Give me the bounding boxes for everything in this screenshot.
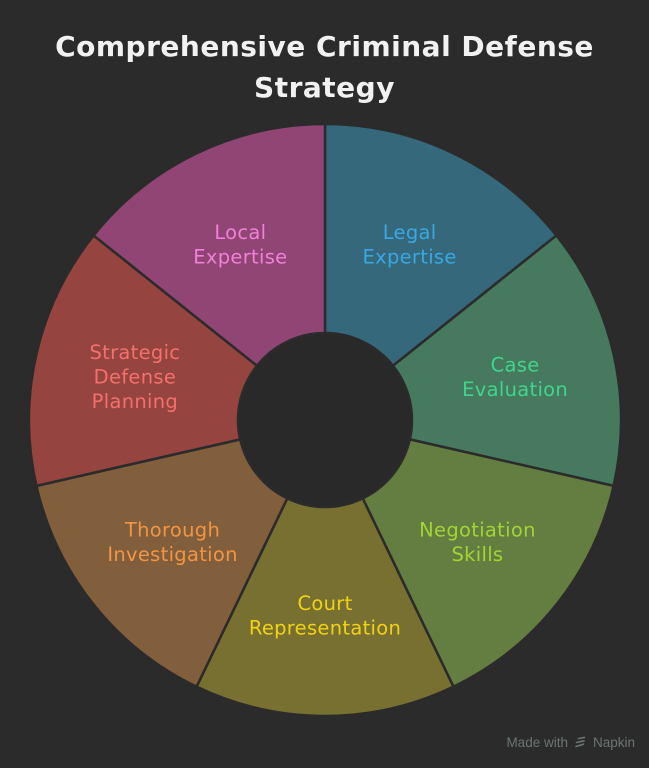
watermark-made-with-text: Made with bbox=[506, 735, 568, 750]
pie-slice-court-representation bbox=[195, 497, 455, 718]
pie-slice-negotiation-skills bbox=[361, 438, 615, 688]
pie-slice-case-evaluation bbox=[391, 234, 623, 488]
pie-slice-strategic-defense-planning bbox=[27, 234, 259, 488]
watermark-brand-text: Napkin bbox=[592, 735, 635, 750]
chart-title-line-1: Comprehensive Criminal Defense bbox=[55, 30, 594, 63]
napkin-logo-icon bbox=[575, 736, 586, 748]
napkin-watermark[interactable]: Made with Napkin bbox=[506, 735, 635, 750]
donut-hole bbox=[238, 333, 412, 507]
pie-slice-thorough-investigation bbox=[35, 438, 289, 688]
chart-title-line-2: Strategy bbox=[254, 71, 395, 104]
pie-slice-local-expertise bbox=[92, 122, 327, 368]
pie-slice-legal-expertise bbox=[323, 122, 558, 368]
chart-title: Comprehensive Criminal Defense Strategy bbox=[0, 26, 649, 108]
